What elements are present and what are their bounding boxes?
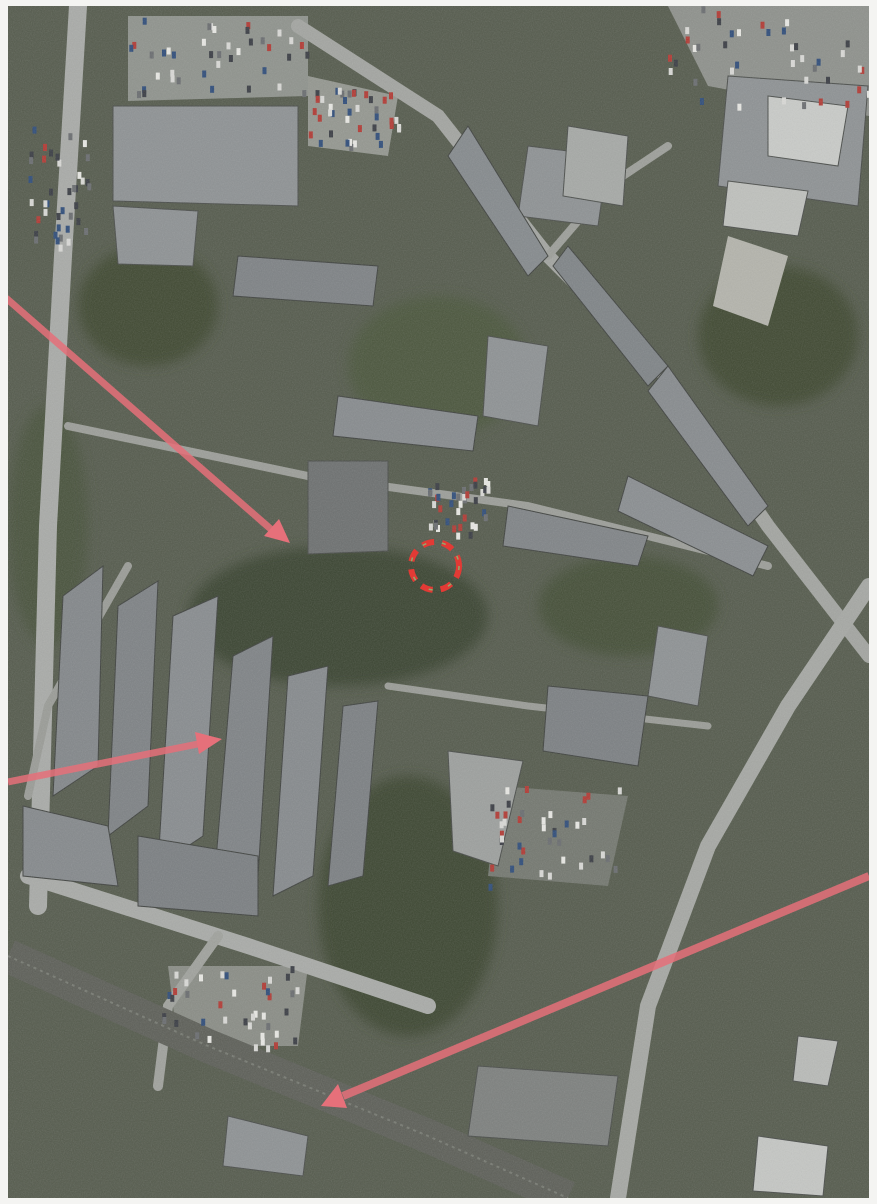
aerial-photo — [8, 6, 869, 1198]
arrow-northwest — [8, 295, 290, 543]
aerial-map — [8, 6, 869, 1198]
target-circle-inner — [410, 541, 460, 591]
arrow-southeast — [321, 872, 869, 1108]
map-annotations — [8, 295, 869, 1108]
photo-grain — [8, 6, 869, 1198]
arrow-west — [8, 732, 222, 786]
